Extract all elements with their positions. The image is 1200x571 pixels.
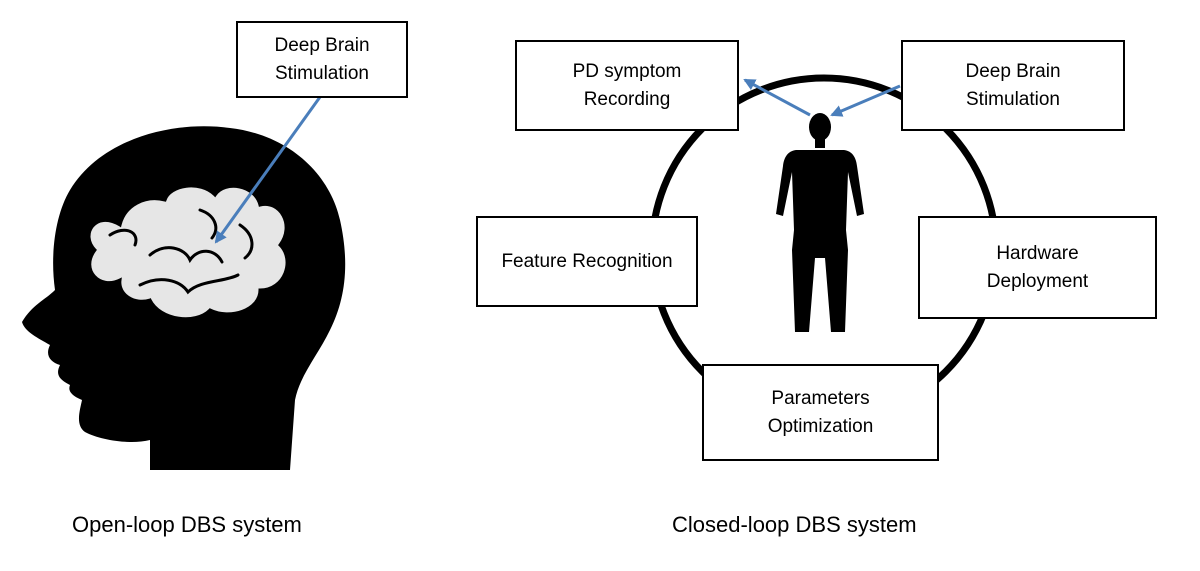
deep-brain-stimulation-box: Deep Brain Stimulation xyxy=(901,40,1125,131)
feature-recognition-box: Feature Recognition xyxy=(476,216,698,307)
dbs-line2: Stimulation xyxy=(966,88,1060,110)
hardware-deployment-box: Hardware Deployment xyxy=(918,216,1157,319)
open-loop-caption: Open-loop DBS system xyxy=(72,512,302,537)
pd-recording-line1: PD symptom xyxy=(572,60,682,82)
stimulation-arrow xyxy=(830,84,901,117)
open-loop-dbs-box: Deep Brain Stimulation xyxy=(236,21,408,98)
dbs-line1: Deep Brain xyxy=(965,60,1061,82)
params-line1: Parameters xyxy=(771,387,870,409)
hardware-line1: Hardware xyxy=(996,242,1079,264)
params-line2: Optimization xyxy=(767,415,874,437)
parameters-optimization-box: Parameters Optimization xyxy=(702,364,939,461)
pd-recording-line2: Recording xyxy=(583,88,671,110)
brain-icon xyxy=(87,184,289,321)
human-body-icon xyxy=(776,113,864,332)
hardware-line2: Deployment xyxy=(986,270,1089,292)
feature-line1: Feature Recognition xyxy=(501,250,673,272)
pd-symptom-recording-box: PD symptom Recording xyxy=(515,40,739,131)
recording-arrow xyxy=(743,78,811,117)
open-loop-arrow xyxy=(214,96,322,244)
closed-loop-caption: Closed-loop DBS system xyxy=(672,512,917,537)
open-loop-dbs-line1: Deep Brain xyxy=(274,34,370,56)
open-loop-dbs-line2: Stimulation xyxy=(275,62,369,84)
